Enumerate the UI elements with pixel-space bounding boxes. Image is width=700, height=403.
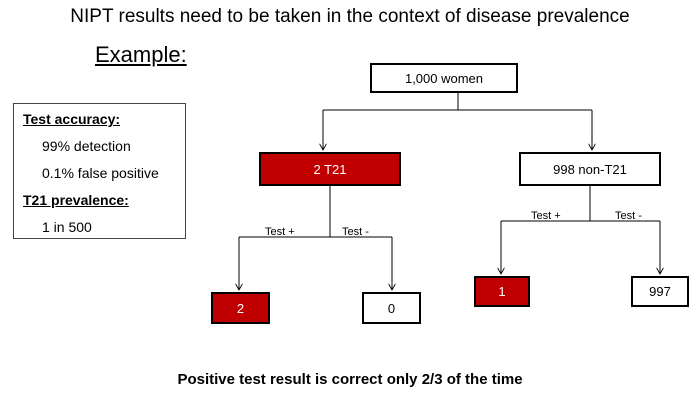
slide-title: NIPT results need to be taken in the con… (70, 6, 630, 27)
conclusion-text: Positive test result is correct only 2/3… (177, 371, 523, 388)
accuracy-heading: Test accuracy: (23, 111, 121, 127)
detection-rate: 99% detection (42, 138, 131, 154)
node-t21-test-neg: 0 (362, 292, 421, 324)
label-non-t21-test-pos: Test + (531, 210, 561, 222)
label-t21-test-pos: Test + (265, 226, 295, 238)
label-t21-test-neg: Test - (342, 226, 369, 238)
prevalence-value: 1 in 500 (42, 219, 92, 235)
node-non-t21-test-pos: 1 (474, 276, 530, 307)
node-root: 1,000 women (370, 63, 518, 93)
node-t21-test-pos: 2 (211, 292, 270, 324)
false-positive-rate: 0.1% false positive (42, 165, 159, 181)
example-heading: Example: (95, 42, 187, 67)
node-non-t21: 998 non-T21 (519, 152, 661, 186)
prevalence-heading: T21 prevalence: (23, 192, 129, 208)
node-non-t21-test-neg: 997 (631, 276, 689, 307)
node-t21: 2 T21 (259, 152, 401, 186)
test-info-box: Test accuracy: 99% detection 0.1% false … (13, 103, 186, 239)
label-non-t21-test-neg: Test - (615, 210, 642, 222)
